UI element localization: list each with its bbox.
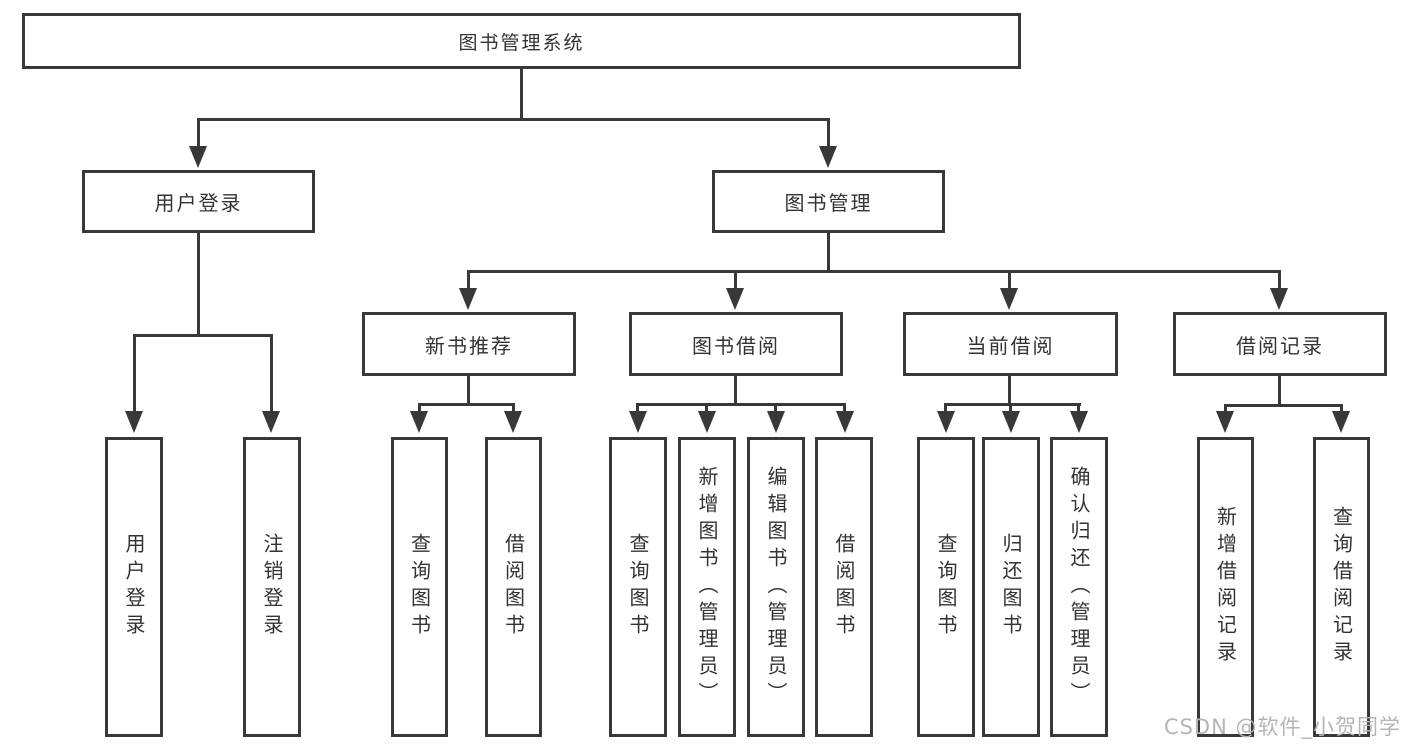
connector-root-bar bbox=[197, 118, 830, 121]
arrowhead-ul-leaf-1 bbox=[262, 411, 280, 433]
connector-nb-drop-0 bbox=[418, 403, 421, 413]
arrowhead-current-borrow bbox=[1000, 288, 1018, 310]
connector-re-drop-1 bbox=[1340, 404, 1343, 413]
arrowhead-new-book-recommend bbox=[459, 288, 477, 310]
node-book-borrow-label: 图书借阅 bbox=[692, 333, 780, 358]
connector-ul-drop-0 bbox=[133, 334, 136, 412]
leaf-bw-add-books-admin-label: 新增图书（管理员） bbox=[695, 465, 719, 709]
leaf-cu-query-books: 查询图书 bbox=[917, 437, 975, 737]
leaf-logout: 注销登录 bbox=[243, 437, 301, 737]
arrowhead-book-borrow bbox=[726, 288, 744, 310]
arrowhead-cu-leaf-2 bbox=[1070, 411, 1088, 433]
connector-re-bar bbox=[1224, 404, 1343, 407]
node-user-login-label: 用户登录 bbox=[154, 191, 243, 215]
connector-bm-drop-2 bbox=[1008, 270, 1011, 290]
node-book-borrow: 图书借阅 bbox=[629, 312, 843, 376]
connector-re-drop-0 bbox=[1224, 404, 1227, 413]
connector-cu-drop-1 bbox=[1009, 403, 1012, 413]
arrowhead-bw-leaf-1 bbox=[698, 411, 716, 433]
connector-nb-drop-1 bbox=[512, 403, 515, 413]
node-new-book-recommend-label: 新书推荐 bbox=[425, 333, 513, 358]
leaf-cu-confirm-return-admin-label: 确认归还（管理员） bbox=[1067, 465, 1091, 709]
leaf-nb-borrow-books: 借阅图书 bbox=[485, 437, 542, 737]
connector-ul-drop-1 bbox=[270, 334, 273, 412]
connector-cu-drop-0 bbox=[944, 403, 947, 413]
arrowhead-borrow-records bbox=[1270, 288, 1288, 310]
arrowhead-nb-leaf-0 bbox=[410, 411, 428, 433]
connector-nb-bar bbox=[418, 403, 515, 406]
leaf-user-login: 用户登录 bbox=[105, 437, 163, 737]
node-borrow-records-label: 借阅记录 bbox=[1236, 333, 1324, 358]
connector-ul-stem bbox=[197, 233, 200, 337]
leaf-cu-return-books: 归还图书 bbox=[982, 437, 1040, 737]
connector-bw-stem bbox=[734, 376, 737, 405]
connector-bw-bar bbox=[636, 403, 846, 406]
connector-root-drop-left bbox=[197, 118, 200, 147]
leaf-logout-label: 注销登录 bbox=[260, 533, 284, 641]
leaf-re-add-record: 新增借阅记录 bbox=[1197, 437, 1254, 737]
connector-cu-drop-2 bbox=[1077, 403, 1080, 413]
node-root: 图书管理系统 bbox=[22, 13, 1021, 69]
node-current-borrow: 当前借阅 bbox=[903, 312, 1118, 376]
leaf-nb-borrow-books-label: 借阅图书 bbox=[501, 533, 526, 641]
connector-bm-drop-0 bbox=[467, 270, 470, 290]
leaf-bw-query-books-label: 查询图书 bbox=[626, 533, 650, 641]
connector-bw-drop-2 bbox=[774, 403, 777, 413]
arrowhead-cu-leaf-0 bbox=[937, 411, 955, 433]
leaf-bw-borrow-books-label: 借阅图书 bbox=[832, 533, 856, 641]
connector-root-stem bbox=[520, 68, 523, 120]
node-user-login: 用户登录 bbox=[82, 170, 315, 233]
arrowhead-re-leaf-1 bbox=[1332, 411, 1350, 433]
connector-bw-drop-1 bbox=[705, 403, 708, 413]
leaf-cu-confirm-return-admin: 确认归还（管理员） bbox=[1050, 437, 1108, 737]
connector-bm-stem bbox=[827, 233, 830, 273]
arrowhead-re-leaf-0 bbox=[1216, 411, 1234, 433]
connector-root-drop-right bbox=[827, 118, 830, 147]
connector-re-stem bbox=[1278, 376, 1281, 406]
leaf-nb-query-books: 查询图书 bbox=[391, 437, 448, 737]
node-root-label: 图书管理系统 bbox=[458, 31, 585, 54]
leaf-bw-add-books-admin: 新增图书（管理员） bbox=[678, 437, 736, 737]
leaf-bw-edit-books-admin: 编辑图书（管理员） bbox=[747, 437, 805, 737]
connector-bm-drop-3 bbox=[1278, 270, 1281, 290]
connector-ul-bar bbox=[133, 334, 273, 337]
connector-cu-stem bbox=[1008, 376, 1011, 405]
leaf-bw-edit-books-admin-label: 编辑图书（管理员） bbox=[764, 465, 788, 709]
arrowhead-user-login bbox=[189, 146, 207, 168]
connector-cu-bar bbox=[944, 403, 1081, 406]
leaf-cu-return-books-label: 归还图书 bbox=[999, 533, 1023, 641]
connector-bw-drop-0 bbox=[636, 403, 639, 413]
arrowhead-cu-leaf-1 bbox=[1002, 411, 1020, 433]
node-new-book-recommend: 新书推荐 bbox=[362, 312, 576, 376]
arrowhead-ul-leaf-0 bbox=[125, 411, 143, 433]
leaf-re-query-record: 查询借阅记录 bbox=[1313, 437, 1370, 737]
leaf-bw-borrow-books: 借阅图书 bbox=[815, 437, 873, 737]
arrowhead-bw-leaf-2 bbox=[767, 411, 785, 433]
connector-nb-stem bbox=[467, 376, 470, 405]
arrowhead-nb-leaf-1 bbox=[504, 411, 522, 433]
leaf-bw-query-books: 查询图书 bbox=[609, 437, 667, 737]
leaf-re-add-record-label: 新增借阅记录 bbox=[1213, 506, 1238, 668]
connector-bm-drop-1 bbox=[734, 270, 737, 290]
leaf-user-login-label: 用户登录 bbox=[122, 533, 146, 641]
arrowhead-book-management bbox=[819, 146, 837, 168]
arrowhead-bw-leaf-3 bbox=[836, 411, 854, 433]
leaf-cu-query-books-label: 查询图书 bbox=[934, 533, 958, 641]
leaf-re-query-record-label: 查询借阅记录 bbox=[1329, 506, 1354, 668]
leaf-nb-query-books-label: 查询图书 bbox=[407, 533, 432, 641]
node-book-management-label: 图书管理 bbox=[784, 191, 873, 215]
csdn-watermark: CSDN @软件_小贺同学 bbox=[1163, 715, 1401, 739]
connector-bm-bar bbox=[467, 270, 1281, 273]
connector-bw-drop-3 bbox=[843, 403, 846, 413]
node-borrow-records: 借阅记录 bbox=[1173, 312, 1387, 376]
node-book-management: 图书管理 bbox=[712, 170, 945, 233]
arrowhead-bw-leaf-0 bbox=[629, 411, 647, 433]
node-current-borrow-label: 当前借阅 bbox=[966, 333, 1055, 358]
